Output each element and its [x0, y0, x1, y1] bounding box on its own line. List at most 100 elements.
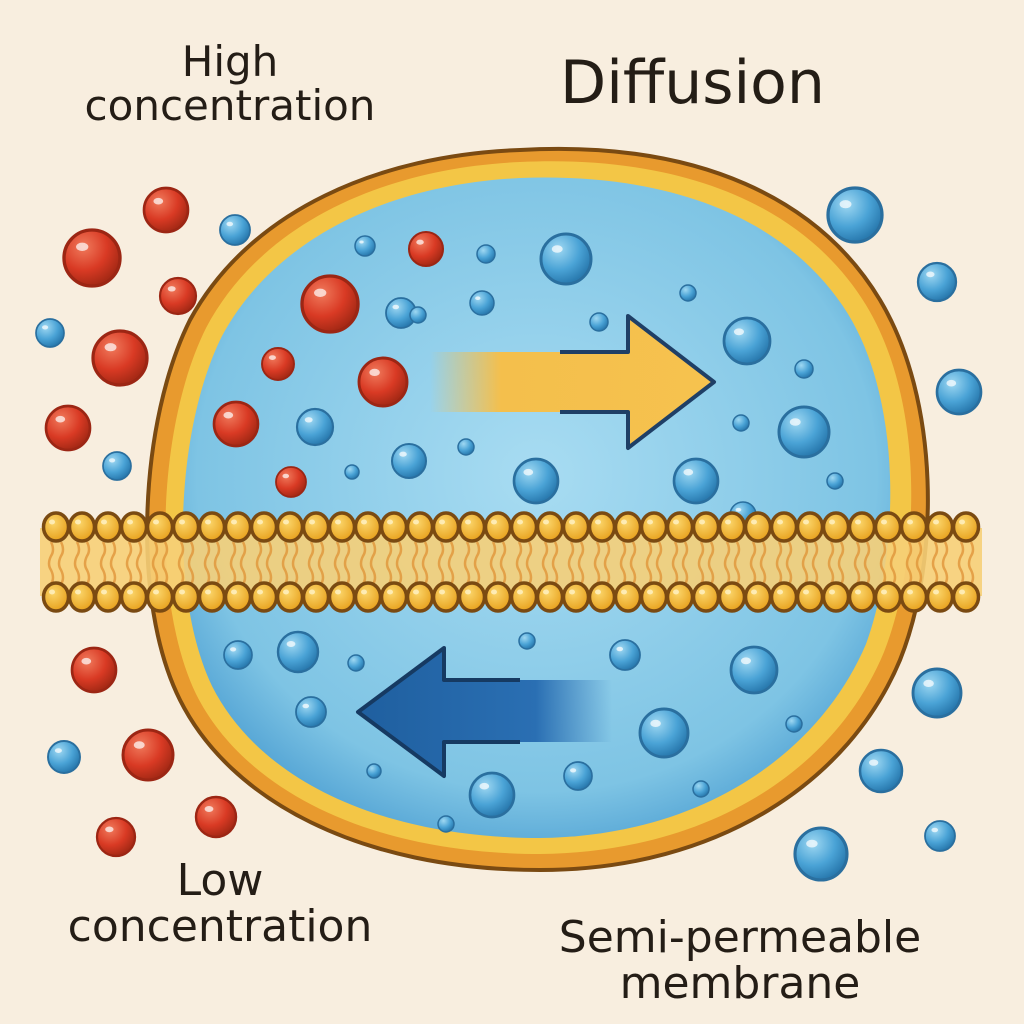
water-particle: [47, 740, 81, 774]
lipid-head: [899, 511, 929, 543]
water-particle: [826, 186, 884, 244]
lipid-tail: [567, 541, 575, 585]
lipid-tail: [931, 541, 939, 585]
lipid-head: [847, 511, 877, 543]
lipid-head: [743, 511, 773, 543]
water-particle: [539, 232, 593, 286]
lipid-tail: [525, 541, 533, 585]
solute-particle: [142, 186, 190, 234]
lipid-head: [639, 581, 669, 613]
water-particle: [911, 667, 963, 719]
lipid-head: [327, 511, 357, 543]
solute-particle: [261, 347, 295, 381]
lipid-tail: [489, 541, 497, 585]
lipid-head: [197, 511, 227, 543]
water-particle: [409, 306, 427, 324]
lipid-tail: [551, 541, 559, 585]
lipid-tail: [385, 541, 393, 585]
water-particle: [935, 368, 983, 416]
water-particle: [563, 761, 593, 791]
lipid-tail: [57, 541, 65, 585]
solute-particle: [95, 816, 137, 858]
lipid-head: [769, 511, 799, 543]
lipid-tail: [889, 541, 897, 585]
lipid-tail: [603, 541, 611, 585]
water-particle: [589, 312, 609, 332]
lipid-tail: [229, 541, 237, 585]
water-particle: [785, 715, 803, 733]
lipid-head: [717, 511, 747, 543]
lipid-tail: [915, 541, 923, 585]
water-particle: [638, 707, 690, 759]
lipid-head: [639, 511, 669, 543]
water-particle: [777, 405, 831, 459]
lipid-head: [743, 581, 773, 613]
lipid-head: [873, 511, 903, 543]
lipid-head: [431, 581, 461, 613]
water-particle: [102, 451, 132, 481]
lipid-tail: [775, 541, 783, 585]
lipid-tail: [395, 541, 403, 585]
lipid-head: [457, 511, 487, 543]
water-particle: [347, 654, 365, 672]
lipid-tail: [437, 541, 445, 585]
lipid-tail: [749, 541, 757, 585]
lipid-tail: [541, 541, 549, 585]
lipid-tail: [83, 541, 91, 585]
lipid-tail: [723, 541, 731, 585]
lipid-tail: [785, 541, 793, 585]
lipid-head: [145, 581, 175, 613]
lipid-head: [119, 581, 149, 613]
arrow-right: [430, 314, 716, 450]
water-particle: [468, 771, 516, 819]
lipid-tail: [447, 541, 455, 585]
arrow-left: [356, 646, 612, 778]
lipid-head: [821, 511, 851, 543]
lipid-head: [275, 511, 305, 543]
lipid-head: [353, 511, 383, 543]
lipid-tail: [515, 541, 523, 585]
lipid-tail: [593, 541, 601, 585]
lipid-tail: [421, 541, 429, 585]
membrane-label: Semi-permeable membrane: [558, 912, 922, 1010]
lipid-head: [275, 581, 305, 613]
lipid-head: [301, 581, 331, 613]
solute-particle: [212, 400, 260, 448]
lipid-head: [951, 511, 981, 543]
lipid-head: [899, 581, 929, 613]
lipid-head: [483, 511, 513, 543]
low-concentration-label: Low concentration: [67, 855, 373, 953]
water-particle: [512, 457, 560, 505]
water-particle: [223, 640, 253, 670]
water-particle: [366, 763, 382, 779]
lipid-head: [67, 511, 97, 543]
lipid-tail: [863, 541, 871, 585]
lipid-tail: [707, 541, 715, 585]
lipid-head: [535, 511, 565, 543]
lipid-tail: [499, 541, 507, 585]
water-particle: [437, 815, 455, 833]
water-particle: [793, 826, 849, 882]
lipid-head: [41, 581, 71, 613]
lipid-tail: [463, 541, 471, 585]
lipid-tail: [151, 541, 159, 585]
solute-particle: [158, 276, 198, 316]
lipid-tail: [801, 541, 809, 585]
lipid-tail: [307, 541, 315, 585]
water-particle: [295, 696, 327, 728]
lipid-head: [665, 581, 695, 613]
lipid-tail: [697, 541, 705, 585]
lipid-tail: [645, 541, 653, 585]
lipid-tail: [473, 541, 481, 585]
lipid-tail: [957, 541, 965, 585]
lipid-tail: [265, 541, 273, 585]
lipid-head: [119, 511, 149, 543]
lipid-head: [483, 581, 513, 613]
water-particle: [732, 414, 750, 432]
lipid-head: [405, 581, 435, 613]
lipid-head: [223, 581, 253, 613]
lipid-head: [41, 511, 71, 543]
water-particle: [219, 214, 251, 246]
lipid-head: [925, 581, 955, 613]
lipid-tail: [281, 541, 289, 585]
